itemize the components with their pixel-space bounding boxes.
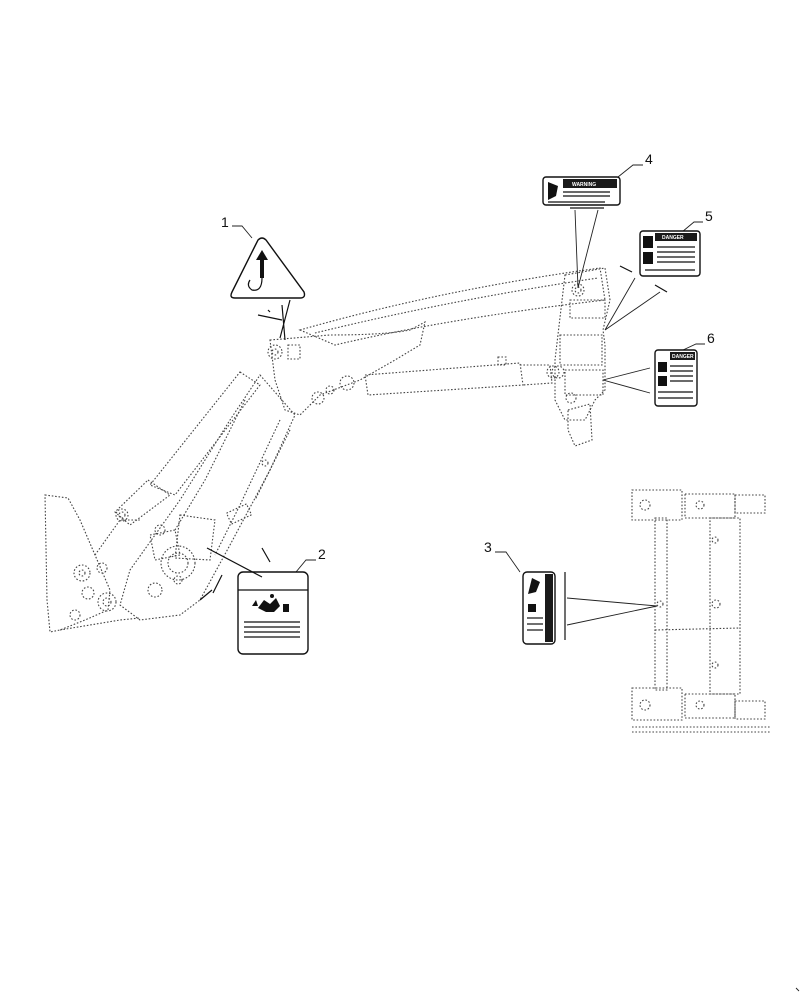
crush-hazard-icon xyxy=(252,594,289,612)
lift-hook-decal xyxy=(230,237,306,299)
mounting-frame xyxy=(631,489,770,733)
corner-mark xyxy=(795,987,800,992)
callout-number-2: 2 xyxy=(318,546,326,562)
callout-2: 2 xyxy=(199,546,326,655)
callout-5: 5 DANGER xyxy=(604,208,713,331)
callout-4: 4 WARNING xyxy=(542,151,653,289)
danger-decal-5 xyxy=(639,230,701,277)
danger-pictogram-icon xyxy=(643,236,653,264)
hazard-pictogram-icon xyxy=(548,182,558,200)
callout-number-4: 4 xyxy=(645,151,653,167)
danger-decal-6-header: DANGER xyxy=(672,354,694,360)
callout-number-5: 5 xyxy=(705,208,713,224)
callout-1: 1 xyxy=(221,214,306,341)
callout-number-3: 3 xyxy=(484,539,492,555)
callout-6: 6 DANGER xyxy=(602,330,715,407)
crush-hazard-decal xyxy=(237,571,309,655)
callout-number-1: 1 xyxy=(221,214,229,230)
callout-3: 3 xyxy=(484,539,658,645)
callout-number-6: 6 xyxy=(707,330,715,346)
hook-icon xyxy=(247,250,268,291)
danger-pictogram-icon xyxy=(658,362,667,386)
loader-arm xyxy=(44,267,611,633)
warning-pictogram-icon xyxy=(528,578,540,612)
warning-decal-4-header: WARNING xyxy=(572,182,596,188)
danger-decal-5-header: DANGER xyxy=(662,235,684,241)
